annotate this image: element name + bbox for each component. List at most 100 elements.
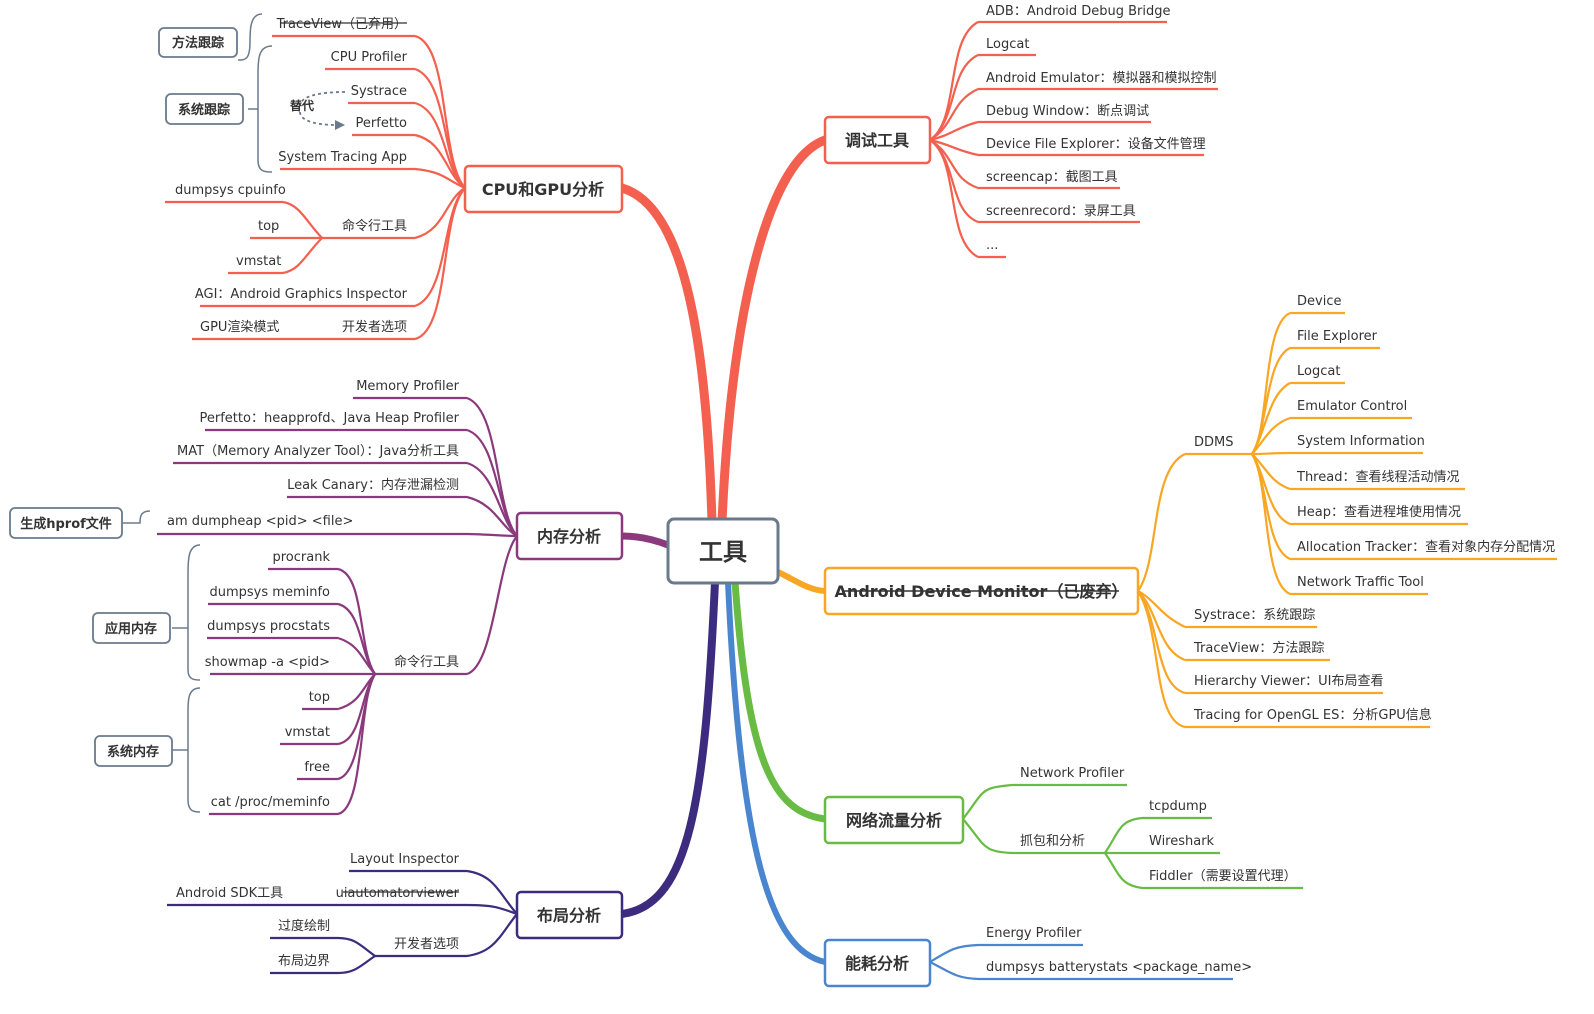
- layout-dev-overdraw[interactable]: 过度绘制: [278, 918, 330, 934]
- energy-connectors: [929, 943, 1233, 981]
- method-tracing-tag[interactable]: 方法跟踪: [158, 27, 238, 58]
- cpu-cmd-dumpsys-cpuinfo[interactable]: dumpsys cpuinfo: [175, 183, 286, 198]
- adm-node[interactable]: Android Device Monitor（已废弃）: [823, 566, 1140, 616]
- cpu-box: [463, 164, 624, 214]
- network-box: [823, 795, 965, 845]
- layout-dev-options[interactable]: 开发者选项: [394, 936, 459, 952]
- cpu-item-traceview[interactable]: TraceView（已弃用）: [276, 17, 407, 32]
- memory-cmd-proc-meminfo[interactable]: cat /proc/meminfo: [211, 795, 330, 810]
- system-memory-tag[interactable]: 系统内存: [94, 735, 173, 767]
- memory-node[interactable]: 内存分析: [515, 511, 624, 561]
- memory-cmd-procrank[interactable]: procrank: [273, 550, 331, 565]
- system-tracing-label: 系统跟踪: [178, 102, 230, 118]
- adm-ddms[interactable]: DDMS: [1194, 435, 1234, 450]
- memory-cmd-free[interactable]: free: [304, 760, 330, 775]
- debug-item-debug-window[interactable]: Debug Window：断点调试: [986, 104, 1149, 119]
- app-memory-label: 应用内存: [105, 621, 157, 637]
- layout-dev-bounds[interactable]: 布局边界: [278, 954, 330, 969]
- root-node[interactable]: 工具: [666, 517, 780, 585]
- trunk-debug: [717, 135, 830, 527]
- hprof-box: [9, 507, 123, 539]
- trunk-cpu: [617, 183, 717, 527]
- adm-ddms-heap[interactable]: Heap：查看进程堆使用情况: [1297, 504, 1461, 520]
- memory-item-dumpheap[interactable]: am dumpheap <pid> <file>: [167, 514, 353, 529]
- memory-cmd-top[interactable]: top: [309, 690, 330, 705]
- system-tracing-tag[interactable]: 系统跟踪: [165, 93, 244, 125]
- method-tracing-label: 方法跟踪: [172, 35, 224, 51]
- cpu-node[interactable]: CPU和GPU分析: [463, 164, 624, 214]
- network-capture[interactable]: 抓包和分析: [1020, 834, 1085, 849]
- app-memory-tag[interactable]: 应用内存: [92, 612, 171, 644]
- cpu-item-dev-options[interactable]: 开发者选项: [342, 319, 407, 335]
- branch-memory: 内存分析 Memory Profiler Perfetto：heapprofd、…: [9, 379, 624, 816]
- trunk-memory: [618, 532, 672, 549]
- cpu-item-system-tracing-app[interactable]: System Tracing App: [278, 150, 407, 165]
- energy-node[interactable]: 能耗分析: [823, 938, 932, 988]
- network-node[interactable]: 网络流量分析: [823, 795, 965, 845]
- trunk-layout: [618, 578, 719, 918]
- debug-node[interactable]: 调试工具: [823, 115, 932, 165]
- memory-cmd-vmstat[interactable]: vmstat: [285, 725, 330, 740]
- adm-ddms-device[interactable]: Device: [1297, 294, 1341, 309]
- memory-box: [515, 511, 624, 561]
- debug-item-logcat[interactable]: Logcat: [986, 37, 1029, 52]
- adm-ddms-network-traffic[interactable]: Network Traffic Tool: [1297, 575, 1424, 590]
- adm-ddms-allocation-tracker[interactable]: Allocation Tracker：查看对象内存分配情况: [1297, 539, 1555, 555]
- cpu-item-cpu-profiler[interactable]: CPU Profiler: [331, 50, 408, 65]
- cpu-item-gpu-mode[interactable]: GPU渲染模式: [200, 320, 279, 335]
- memory-item-perfetto[interactable]: Perfetto：heapprofd、Java Heap Profiler: [200, 411, 460, 426]
- debug-connectors: [929, 20, 1218, 259]
- branch-network: 网络流量分析 Network Profiler 抓包和分析 tcpdump Wi…: [823, 766, 1303, 890]
- layout-node[interactable]: 布局分析: [515, 890, 624, 940]
- debug-item-device-file-explorer[interactable]: Device File Explorer：设备文件管理: [986, 136, 1206, 152]
- main-trunks: [617, 135, 830, 965]
- adm-ddms-thread[interactable]: Thread：查看线程活动情况: [1296, 469, 1459, 485]
- debug-item-more[interactable]: ...: [986, 238, 998, 253]
- adm-ddms-file-explorer[interactable]: File Explorer: [1297, 329, 1378, 344]
- memory-cmd-label[interactable]: 命令行工具: [394, 654, 459, 670]
- branch-energy: 能耗分析 Energy Profiler dumpsys batterystat…: [823, 926, 1252, 988]
- network-profiler[interactable]: Network Profiler: [1020, 766, 1125, 781]
- cpu-cmd-label[interactable]: 命令行工具: [342, 218, 407, 234]
- layout-item-uiautomatorviewer[interactable]: uiautomatorviewer: [336, 886, 460, 901]
- trunk-adm: [775, 569, 828, 594]
- debug-item-emulator[interactable]: Android Emulator：模拟器和模拟控制: [986, 71, 1216, 86]
- network-label: 网络流量分析: [846, 811, 942, 830]
- cpu-item-systrace[interactable]: Systrace: [351, 84, 407, 99]
- memory-cmd-showmap[interactable]: showmap -a <pid>: [205, 655, 330, 670]
- network-capture-fiddler[interactable]: Fiddler（需要设置代理）: [1149, 869, 1297, 884]
- memory-cmd-dumpsys-procstats[interactable]: dumpsys procstats: [207, 619, 330, 634]
- adm-ddms-system-information[interactable]: System Information: [1297, 434, 1425, 449]
- network-capture-tcpdump[interactable]: tcpdump: [1149, 799, 1207, 814]
- cpu-item-agi[interactable]: AGI：Android Graphics Inspector: [195, 287, 408, 302]
- debug-item-screencap[interactable]: screencap：截图工具: [986, 170, 1118, 185]
- memory-item-leak-canary[interactable]: Leak Canary：内存泄漏检测: [287, 477, 459, 493]
- cpu-cmd-top[interactable]: top: [258, 219, 279, 234]
- layout-item-sdk-tools[interactable]: Android SDK工具: [176, 886, 283, 901]
- memory-item-profiler[interactable]: Memory Profiler: [356, 379, 459, 394]
- cpu-connectors: [165, 34, 466, 341]
- adm-item-traceview[interactable]: TraceView：方法跟踪: [1193, 640, 1324, 656]
- adm-ddms-emulator-control[interactable]: Emulator Control: [1297, 399, 1407, 414]
- debug-label: 调试工具: [845, 131, 909, 150]
- hprof-tag[interactable]: 生成hprof文件: [9, 507, 123, 539]
- energy-item-batterystats[interactable]: dumpsys batterystats <package_name>: [986, 960, 1252, 975]
- network-capture-wireshark[interactable]: Wireshark: [1149, 834, 1215, 849]
- adm-ddms-logcat[interactable]: Logcat: [1297, 364, 1340, 379]
- adm-item-systrace[interactable]: Systrace：系统跟踪: [1194, 608, 1315, 623]
- energy-item-profiler[interactable]: Energy Profiler: [986, 926, 1082, 941]
- cpu-cmd-vmstat[interactable]: vmstat: [236, 254, 281, 269]
- adm-item-hierarchy-viewer[interactable]: Hierarchy Viewer：UI布局查看: [1194, 673, 1384, 689]
- memory-cmd-dumpsys-meminfo[interactable]: dumpsys meminfo: [210, 585, 331, 600]
- debug-item-screenrecord[interactable]: screenrecord：录屏工具: [986, 204, 1136, 219]
- adm-item-tracing-opengl[interactable]: Tracing for OpenGL ES：分析GPU信息: [1193, 707, 1432, 723]
- cpu-item-perfetto[interactable]: Perfetto: [356, 116, 407, 131]
- cpu-label: CPU和GPU分析: [482, 180, 604, 199]
- adm-connectors: [1137, 311, 1557, 729]
- system-tracing-box: [165, 93, 244, 125]
- root-label: 工具: [699, 538, 747, 566]
- layout-item-inspector[interactable]: Layout Inspector: [350, 852, 460, 867]
- debug-item-adb[interactable]: ADB：Android Debug Bridge: [986, 4, 1170, 19]
- memory-item-mat[interactable]: MAT（Memory Analyzer Tool）：Java分析工具: [177, 444, 459, 459]
